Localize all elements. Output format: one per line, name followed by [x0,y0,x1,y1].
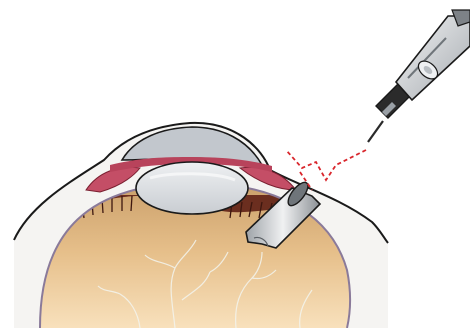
lens [136,162,248,214]
laser-beam [286,150,366,180]
syringe [368,10,470,142]
needle [368,121,383,142]
